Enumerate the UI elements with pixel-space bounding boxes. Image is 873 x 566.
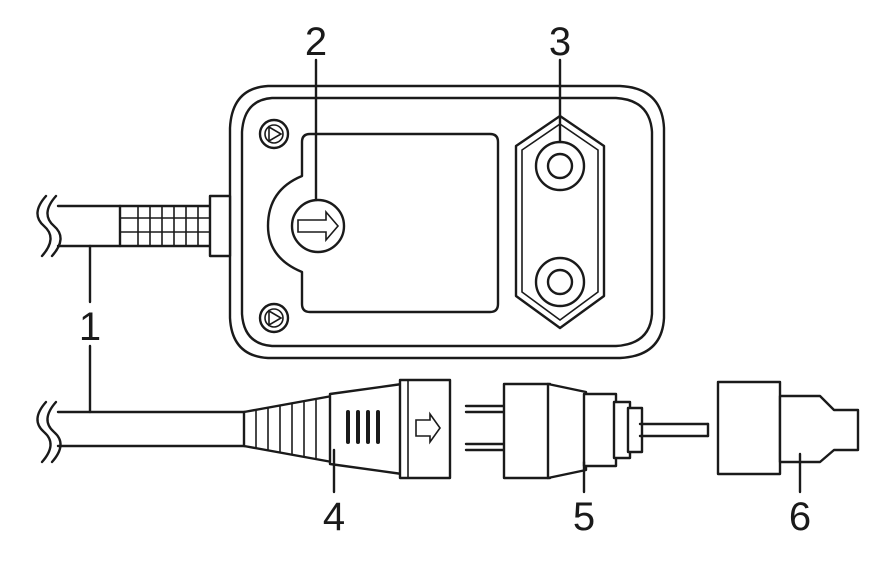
cable-connector (242, 378, 452, 480)
plug-socket (514, 114, 606, 330)
warning-triangle-icon (258, 118, 290, 150)
end-cap (716, 380, 860, 476)
callout-2: 2 (305, 20, 327, 64)
release-button (290, 198, 346, 254)
cable-top (36, 194, 122, 258)
callout-6: 6 (789, 495, 811, 539)
cable-bottom (36, 400, 248, 464)
leader-lines (88, 58, 802, 494)
cable-strain-relief (118, 194, 232, 258)
callout-3: 3 (549, 20, 571, 64)
plug-adapter (464, 382, 710, 480)
callout-5: 5 (573, 495, 595, 539)
warning-triangle-icon (258, 302, 290, 334)
callout-4: 4 (323, 495, 345, 539)
callout-1: 1 (79, 305, 101, 349)
